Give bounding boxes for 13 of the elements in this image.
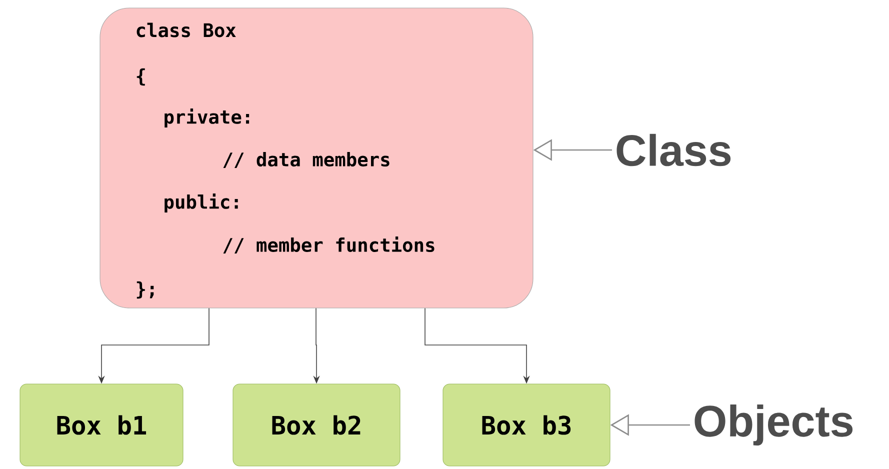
object-box: Box b3 <box>442 384 610 466</box>
code-line: // data members <box>223 152 390 168</box>
object-box: Box b1 <box>20 384 184 466</box>
code-line: { <box>136 68 145 86</box>
heading-label: Objects <box>694 404 853 446</box>
code-line: }; <box>136 281 154 299</box>
code-line: class Box <box>136 22 236 38</box>
code-line: public: <box>164 193 238 213</box>
code-line: // member functions <box>223 236 434 254</box>
code-line: private: <box>164 108 250 128</box>
object-box: Box b2 <box>232 384 400 466</box>
heading-label: Class <box>616 134 731 166</box>
class-box <box>100 8 534 308</box>
